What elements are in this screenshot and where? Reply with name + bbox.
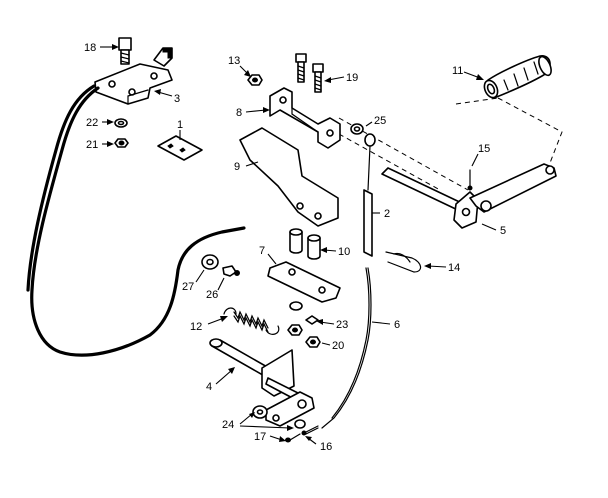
- part-14-clip: [385, 251, 422, 273]
- part-7-plate: [267, 261, 341, 303]
- part-9-plate: [239, 127, 339, 227]
- label-9: 9: [234, 161, 240, 173]
- part-25-ring: [350, 123, 364, 135]
- part-18-bolt: [118, 37, 132, 65]
- part-26-clip: [222, 265, 240, 277]
- label-23: 23: [336, 319, 348, 331]
- part-11-grip: [483, 55, 552, 99]
- label-15: 15: [478, 143, 490, 155]
- part-5-shaft: [381, 163, 557, 229]
- label-1: 1: [177, 119, 183, 131]
- part-2-rod: [363, 133, 376, 257]
- part-1-plate: [157, 135, 203, 161]
- label-13: 13: [228, 55, 240, 67]
- part-labels: 18 3 22 21 1 13 19 8 25 9 11 15 5 2 10 7…: [84, 42, 506, 453]
- part-12-spring: [223, 307, 280, 335]
- label-14: 14: [448, 262, 460, 274]
- part-6-rod: [321, 267, 372, 429]
- part-20-nut: [305, 336, 321, 348]
- part-22-washer: [114, 118, 128, 128]
- part-8-bracket: [269, 87, 341, 149]
- label-7: 7: [259, 245, 265, 257]
- label-25: 25: [374, 115, 386, 127]
- label-11: 11: [452, 65, 463, 77]
- part-10-bushing-a: [289, 228, 303, 254]
- label-21: 21: [86, 139, 98, 151]
- label-20: 20: [332, 340, 344, 352]
- label-2: 2: [384, 208, 390, 220]
- label-22: 22: [86, 117, 98, 129]
- part-24-washer: [252, 405, 268, 419]
- label-8: 8: [236, 107, 242, 119]
- label-27: 27: [182, 281, 194, 293]
- leader-lines: [100, 44, 497, 445]
- label-18: 18: [84, 42, 96, 54]
- part-3-bracket: [94, 63, 173, 105]
- part-13-nut: [247, 74, 263, 86]
- part-24-arm: [265, 391, 315, 427]
- label-24: 24: [222, 419, 234, 431]
- label-10: 10: [338, 246, 350, 258]
- part-19-bolt-a: [295, 53, 307, 83]
- part-19-bolt-b: [312, 63, 324, 93]
- part-27-washer: [201, 254, 219, 270]
- part-15-pin: [467, 169, 473, 191]
- part-21-nut: [114, 138, 129, 148]
- label-12: 12: [190, 321, 202, 333]
- part-17-pin: [285, 419, 306, 443]
- label-16: 16: [320, 441, 332, 453]
- label-19: 19: [346, 72, 358, 84]
- label-17: 17: [254, 431, 266, 443]
- part-18-knob: [153, 47, 173, 67]
- label-26: 26: [206, 289, 218, 301]
- control-cable: [26, 84, 246, 357]
- label-5: 5: [500, 225, 506, 237]
- part-23-nut: [287, 324, 303, 336]
- label-3: 3: [174, 93, 180, 105]
- alignment-lines: [338, 97, 563, 191]
- part-23-clip: [289, 301, 319, 325]
- part-16-cotter: [301, 425, 319, 436]
- label-6: 6: [394, 319, 400, 331]
- label-4: 4: [206, 381, 212, 393]
- part-4-shaft: [209, 338, 305, 403]
- part-10-bushing-b: [307, 234, 321, 260]
